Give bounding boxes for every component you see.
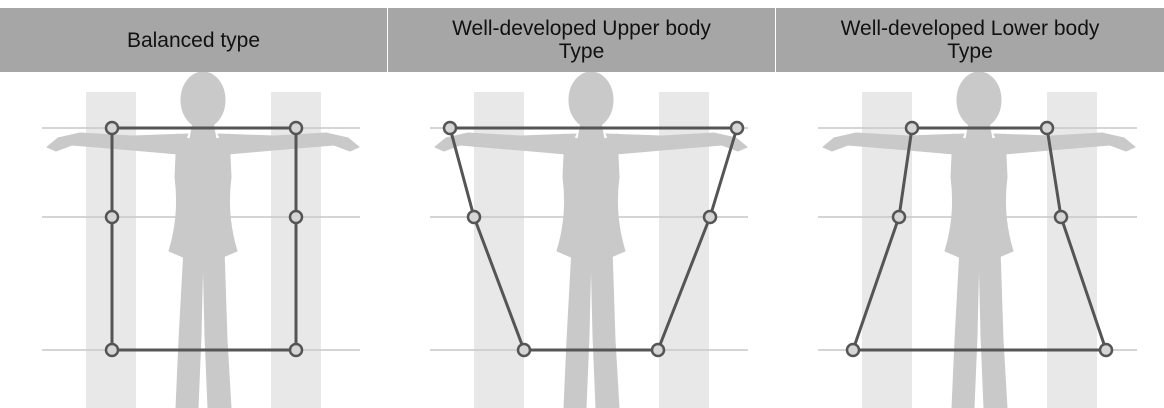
silhouette-left-arm: [46, 132, 189, 155]
panel-lower-body-type: Well-developed Lower body Type: [776, 0, 1164, 408]
silhouette-right-arm: [605, 132, 748, 155]
human-silhouette: [822, 72, 1136, 408]
right-shoulder-point: [288, 120, 304, 136]
silhouette-neck: [189, 121, 217, 140]
left-shoulder-point: [442, 120, 458, 136]
body-diagram-upper-body: [430, 72, 748, 408]
panel-title-line-2: Type: [947, 40, 993, 63]
left-waist-point: [104, 209, 120, 225]
silhouette-right-leg: [590, 247, 620, 408]
right-shoulder-point: [1039, 120, 1055, 136]
body-diagram-lower-body: [818, 72, 1137, 408]
silhouette-neck: [965, 121, 993, 140]
left-hip-point: [104, 342, 120, 358]
left-shoulder-point: [104, 120, 120, 136]
right-shoulder-point: [729, 120, 745, 136]
panel-header: Well-developed Lower body Type: [776, 8, 1164, 72]
left-hip-point: [516, 342, 532, 358]
silhouette-right-arm: [993, 132, 1136, 155]
right-hip-point: [288, 342, 304, 358]
silhouette-head: [568, 72, 614, 129]
panel-header: Well-developed Upper body Type: [388, 8, 775, 72]
silhouette-neck: [577, 121, 605, 140]
diagram-lower-body: [776, 72, 1163, 408]
panel-title-line-2: Type: [558, 40, 605, 63]
right-hip-point: [650, 342, 666, 358]
silhouette-left-leg: [175, 247, 204, 408]
left-waist-point: [891, 209, 907, 225]
panel-header: Balanced type: [0, 8, 387, 72]
silhouette-torso: [944, 133, 1014, 258]
left-shoulder-point: [904, 120, 920, 136]
silhouette-torso: [556, 133, 626, 258]
right-waist-point: [1053, 209, 1069, 225]
silhouette-left-arm: [434, 132, 577, 155]
left-hip-point: [845, 342, 861, 358]
silhouette-left-leg: [951, 247, 980, 408]
silhouette-head: [956, 72, 1002, 129]
silhouette-left-arm: [822, 132, 965, 155]
panel-title-line-1: Well-developed Lower body: [840, 17, 1100, 40]
left-waist-point: [466, 209, 482, 225]
panel-title-line-1: Balanced type: [126, 28, 261, 52]
diagram-upper-body: [388, 72, 775, 408]
panel-title-line-1: Well-developed Upper body: [452, 17, 711, 40]
right-waist-point: [702, 209, 718, 225]
body-diagram-balanced: [42, 72, 360, 408]
human-silhouette: [434, 72, 748, 408]
diagram-balanced: [0, 72, 387, 408]
silhouette-right-arm: [217, 132, 360, 155]
silhouette-torso: [168, 133, 238, 258]
panel-upper-body-type: Well-developed Upper body Type: [388, 0, 775, 408]
panel-balanced-type: Balanced type: [0, 0, 387, 408]
right-hip-point: [1098, 342, 1114, 358]
silhouette-right-leg: [978, 247, 1008, 408]
silhouette-head: [180, 72, 226, 129]
silhouette-left-leg: [563, 247, 592, 408]
silhouette-right-leg: [202, 247, 232, 408]
human-silhouette: [46, 72, 360, 408]
right-waist-point: [288, 209, 304, 225]
